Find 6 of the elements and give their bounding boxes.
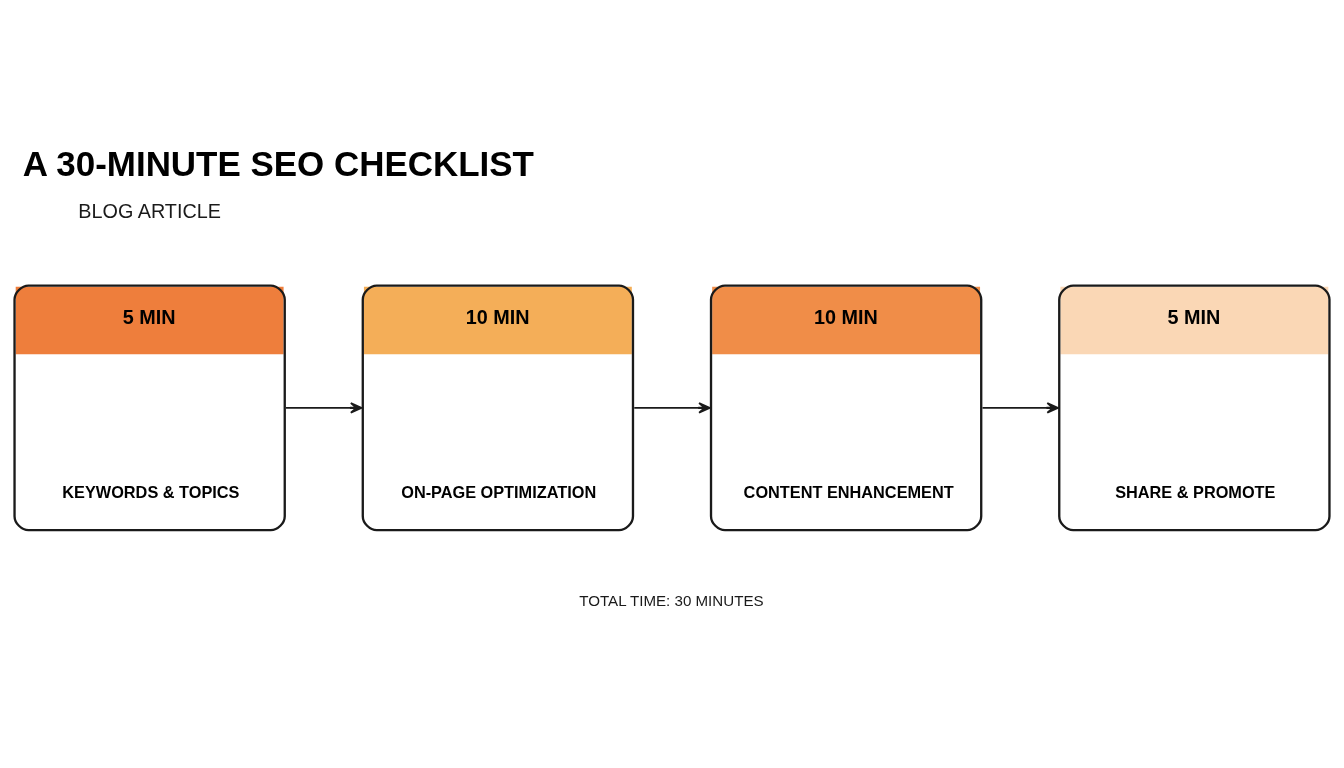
arrow	[981, 402, 1059, 414]
diagram-title: A 30-MINUTE SEO CHECKLIST	[22, 144, 534, 184]
arrow	[633, 402, 711, 414]
label: BLOG ARTICLE	[78, 200, 221, 223]
arrow	[285, 402, 363, 414]
label: TOTAL TIME: 30 MINUTES	[579, 592, 764, 610]
